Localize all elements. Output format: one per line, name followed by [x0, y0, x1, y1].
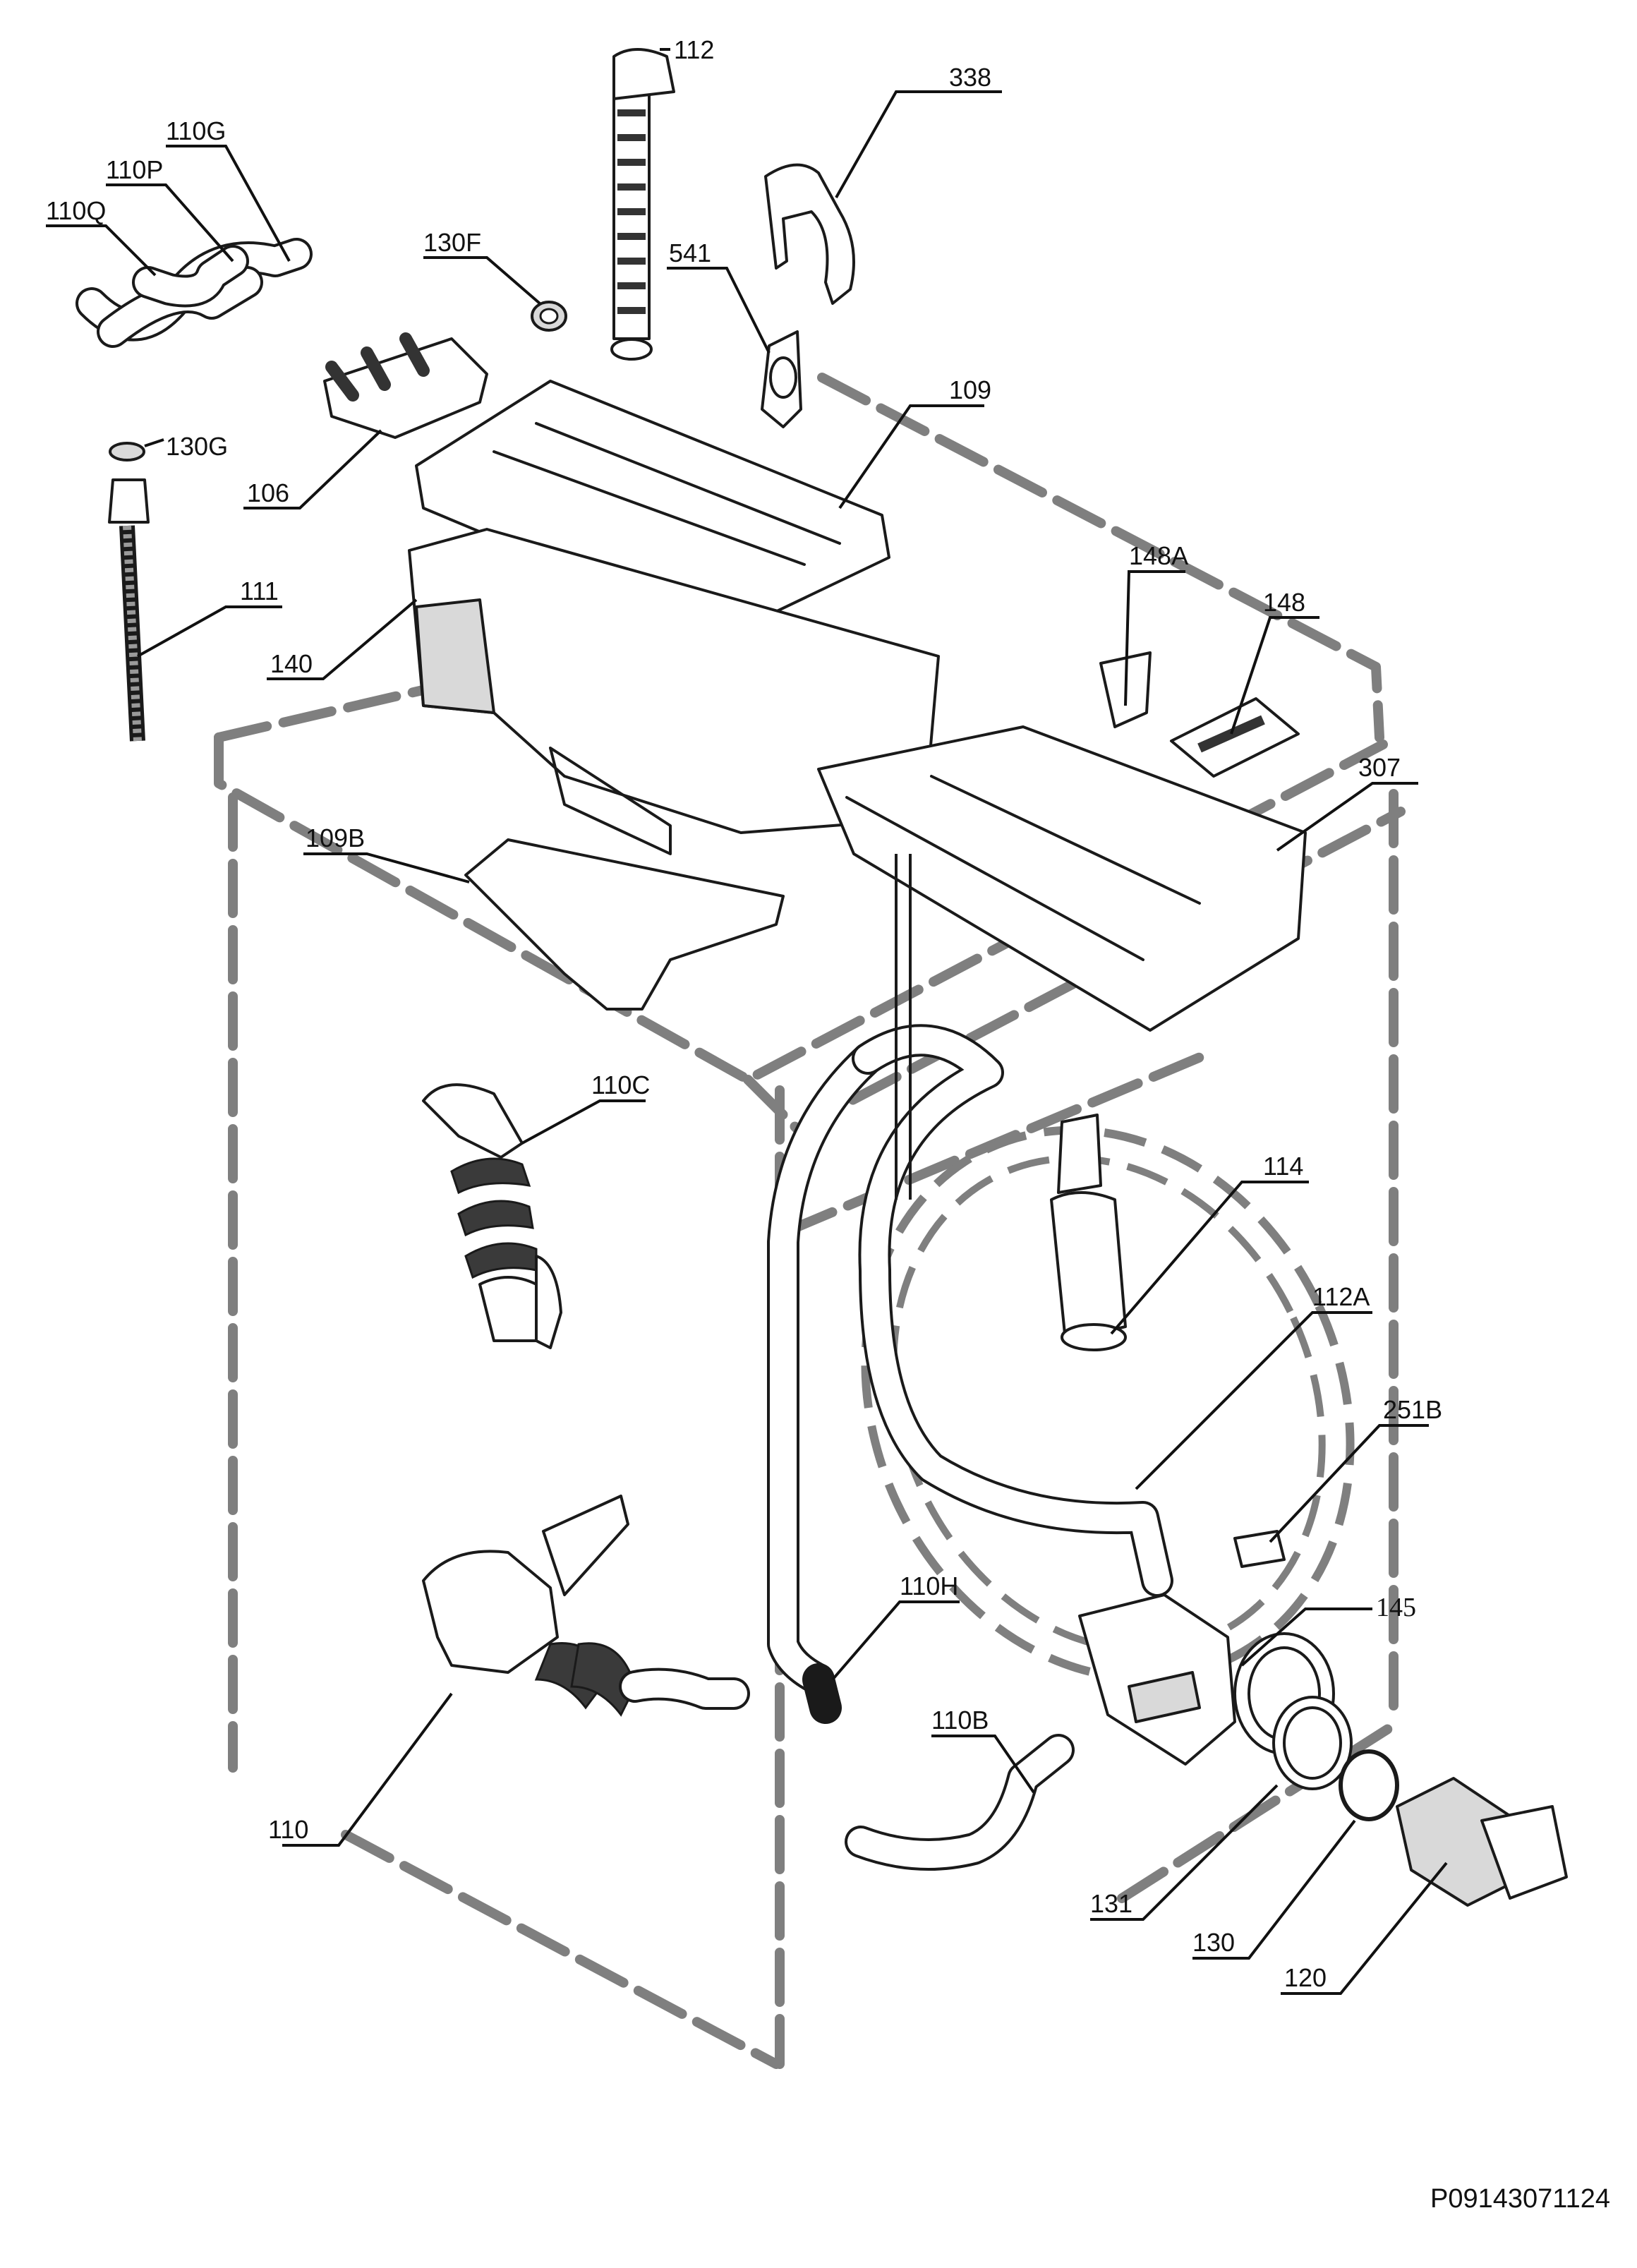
callouts: 112 338 110G 110P 110Q 130F 541 109 130G…	[46, 35, 1448, 1995]
drain-hose-part	[610, 48, 675, 361]
label-307: 307	[1358, 753, 1401, 782]
label-110q: 110Q	[46, 196, 106, 225]
clamp-541	[761, 330, 802, 428]
label-110c: 110C	[591, 1070, 650, 1099]
label-148a: 148A	[1129, 541, 1188, 570]
label-130f: 130F	[423, 228, 481, 257]
label-131: 131	[1090, 1889, 1132, 1918]
label-110: 110	[268, 1815, 308, 1844]
label-541: 541	[669, 239, 711, 267]
channel-109b	[464, 838, 785, 1011]
seal-ring-130f	[531, 301, 567, 332]
label-120: 120	[1284, 1963, 1327, 1992]
label-111: 111	[240, 577, 279, 605]
hose-holder-part	[764, 163, 855, 305]
label-106: 106	[247, 478, 289, 507]
label-130g: 130G	[166, 432, 228, 461]
label-148: 148	[1263, 588, 1305, 617]
bracket-148	[1170, 697, 1300, 778]
label-251b: 251B	[1383, 1395, 1442, 1424]
label-109b: 109B	[306, 824, 365, 852]
label-110b: 110B	[931, 1706, 989, 1735]
dispenser-body-140	[408, 528, 940, 855]
label-110g: 110G	[166, 116, 226, 145]
inlet-hose-111	[108, 442, 150, 742]
pressure-chamber-114	[1050, 1114, 1127, 1351]
reference-code: P09143071124	[1430, 2184, 1610, 2214]
label-114: 114	[1263, 1152, 1303, 1181]
bellows-110c	[422, 1083, 562, 1349]
label-130: 130	[1192, 1928, 1235, 1957]
small-inlet-hoses	[75, 238, 313, 348]
rings-131-130	[1272, 1696, 1399, 1821]
label-145: 145	[1376, 1593, 1416, 1622]
internal-hoses	[767, 854, 1173, 1696]
label-110p: 110P	[106, 155, 163, 184]
label-140: 140	[270, 649, 313, 678]
lower-hoses	[422, 1495, 1075, 1871]
label-109: 109	[949, 375, 991, 404]
dispenser-housing-109	[415, 380, 890, 637]
label-110h: 110H	[900, 1572, 958, 1600]
pump-filter-120	[1396, 1777, 1568, 1907]
label-112a: 112A	[1312, 1282, 1370, 1311]
label-338: 338	[949, 63, 991, 92]
inlet-valve-106	[323, 332, 488, 439]
detergent-drawer-307	[817, 725, 1307, 1032]
label-112: 112	[674, 35, 714, 64]
